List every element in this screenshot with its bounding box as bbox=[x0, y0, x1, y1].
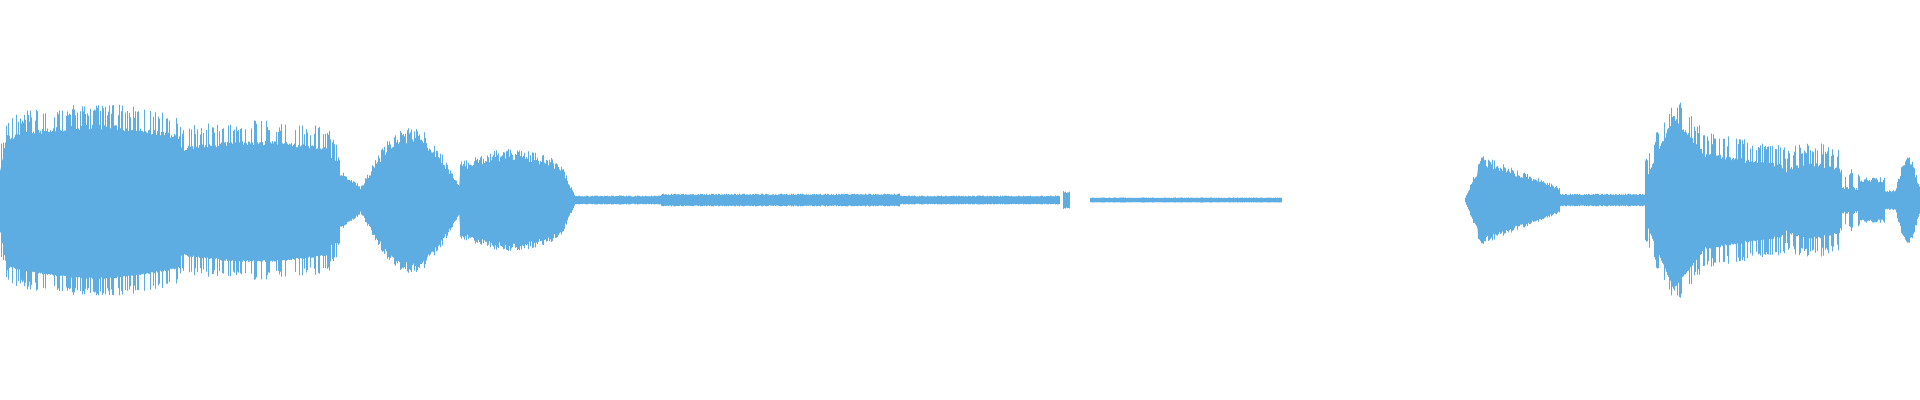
waveform-body-3 bbox=[1470, 167, 1560, 233]
waveform-body-2 bbox=[341, 147, 575, 254]
waveform-body-1 bbox=[0, 131, 340, 270]
waveform-body-4 bbox=[1645, 124, 1918, 277]
